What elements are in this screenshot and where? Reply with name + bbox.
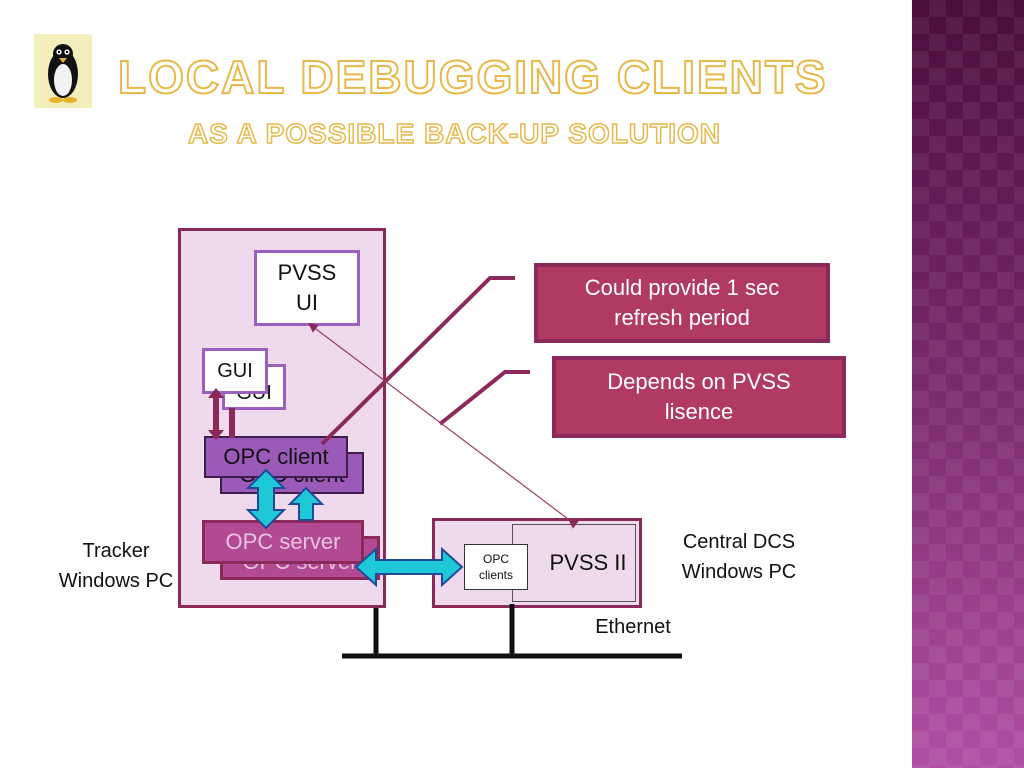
gui-label: GUI	[217, 359, 253, 382]
ethernet-label: Ethernet	[595, 616, 671, 638]
opc-server-box: OPC server	[202, 520, 364, 564]
gui-box: GUI	[202, 348, 268, 394]
pvss-ii-label: PVSS II	[549, 550, 627, 575]
page-title: Local debugging clients	[117, 50, 828, 104]
pvss-link-line	[308, 323, 579, 529]
tracker-pc-label: Tracker Windows PC	[58, 540, 174, 592]
opc-horizontal-arrow	[354, 546, 464, 588]
ethernet-bus	[342, 604, 682, 659]
callout-licence: Depends on PVSS lisence	[552, 356, 846, 438]
gui-opc-arrow	[208, 388, 235, 440]
central-pc-label: Central DCS Windows PC	[681, 531, 797, 583]
pvss-ui-box: PVSS UI	[254, 250, 360, 326]
page-subtitle: as a possible back-up solution	[187, 117, 722, 150]
pvss-ui-label: PVSS UI	[277, 260, 337, 315]
decorative-side-panel	[912, 0, 1024, 768]
pvss-ii-box: PVSS II	[512, 524, 636, 602]
opc-clients-label: OPC clients	[478, 552, 513, 582]
opc-clients-box: OPC clients	[464, 544, 528, 590]
callout-licence-leader	[438, 370, 530, 426]
callout-refresh: Could provide 1 sec refresh period	[534, 263, 830, 343]
callout-refresh-leader	[320, 276, 515, 446]
opc-vertical-arrow	[245, 468, 325, 530]
penguin-icon	[34, 34, 92, 108]
opc-server-label: OPC server	[225, 529, 341, 554]
